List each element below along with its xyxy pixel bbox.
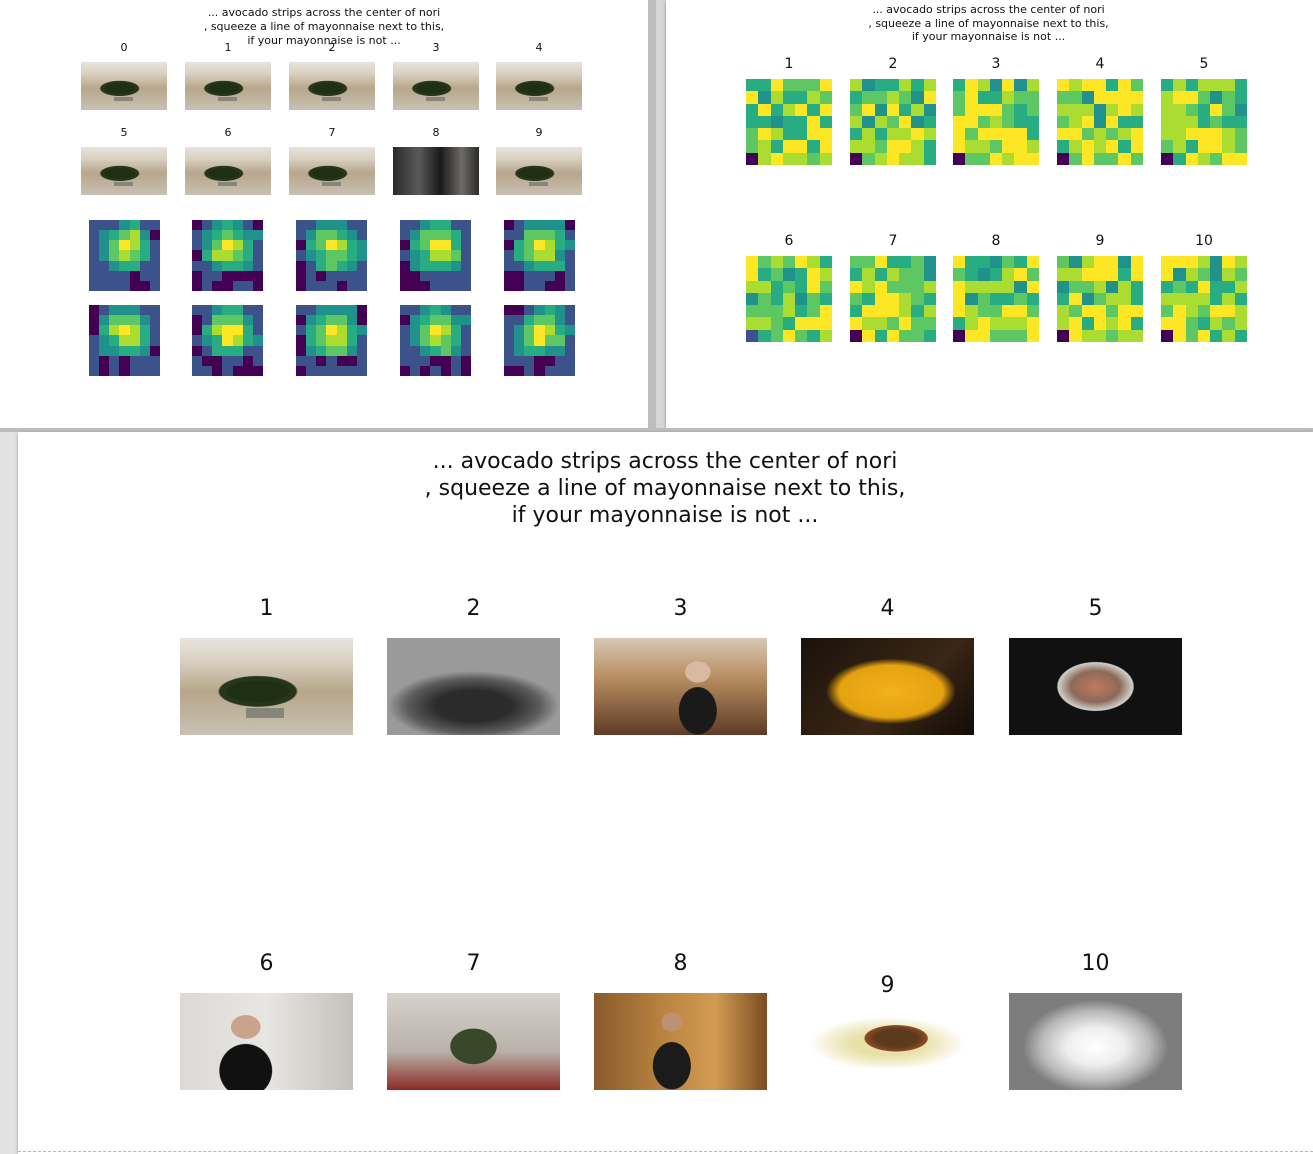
frame-index-label: 5 [1088, 596, 1103, 621]
figure-caption: ... avocado strips across the center of … [203, 6, 445, 47]
frame-index-label: 4 [535, 41, 543, 54]
video-frame-thumbnail [393, 62, 479, 110]
frame-index-label: 8 [991, 233, 1001, 249]
attention-heatmap [746, 256, 832, 342]
video-frame-thumbnail [185, 147, 271, 195]
attention-heatmap [850, 256, 936, 342]
attention-heatmap [400, 220, 471, 291]
retrieved-clip-thumbnail [387, 638, 560, 735]
frame-index-label: 8 [673, 951, 688, 976]
figure-window-heatmaps[interactable]: ... avocado strips across the center of … [666, 0, 1313, 428]
figure-caption: ... avocado strips across the center of … [424, 449, 906, 528]
figure-caption: ... avocado strips across the center of … [868, 3, 1109, 43]
frame-index-label: 3 [991, 56, 1001, 72]
frame-index-label: 8 [432, 126, 440, 139]
attention-heatmap [504, 220, 575, 291]
attention-heatmap [746, 79, 832, 165]
video-frame-thumbnail [289, 147, 375, 195]
retrieved-clip-thumbnail [1009, 638, 1182, 735]
frame-index-label: 1 [259, 596, 274, 621]
retrieved-clip-thumbnail [801, 638, 974, 735]
frame-index-label: 5 [120, 126, 128, 139]
window-divider [0, 428, 1313, 432]
frame-index-label: 1 [784, 56, 794, 72]
frame-index-label: 5 [1199, 56, 1209, 72]
attention-heatmap [953, 256, 1039, 342]
retrieved-clip-thumbnail [801, 1014, 974, 1068]
frame-index-label: 6 [224, 126, 232, 139]
attention-heatmap [850, 79, 936, 165]
video-frame-thumbnail [496, 147, 582, 195]
retrieved-clip-thumbnail [180, 993, 353, 1090]
retrieved-clip-thumbnail [1009, 993, 1182, 1090]
retrieved-clip-thumbnail [180, 638, 353, 735]
retrieved-clip-thumbnail [594, 993, 767, 1090]
video-frame-thumbnail [496, 62, 582, 110]
frame-index-label: 2 [328, 41, 336, 54]
frame-index-label: 0 [120, 41, 128, 54]
window-border [648, 0, 656, 428]
video-frame-thumbnail [185, 62, 271, 110]
frame-index-label: 10 [1195, 233, 1213, 249]
attention-heatmap [89, 305, 160, 376]
frame-index-label: 4 [1095, 56, 1105, 72]
attention-heatmap [953, 79, 1039, 165]
attention-heatmap [400, 305, 471, 376]
frame-index-label: 10 [1081, 951, 1110, 976]
frame-index-label: 2 [888, 56, 898, 72]
attention-heatmap [296, 220, 367, 291]
retrieved-clip-thumbnail [594, 638, 767, 735]
video-frame-thumbnail [289, 62, 375, 110]
attention-heatmap [1057, 79, 1143, 165]
window-gap [656, 0, 666, 428]
video-frame-thumbnail [81, 62, 167, 110]
window-bottom-edge [18, 1151, 1313, 1153]
attention-heatmap [504, 305, 575, 376]
frame-index-label: 3 [673, 596, 688, 621]
attention-heatmap [1161, 79, 1247, 165]
frame-index-label: 4 [880, 596, 895, 621]
frame-index-label: 6 [784, 233, 794, 249]
attention-heatmap [1057, 256, 1143, 342]
video-frame-thumbnail [81, 147, 167, 195]
attention-heatmap [296, 305, 367, 376]
frame-index-label: 1 [224, 41, 232, 54]
frame-index-label: 7 [466, 951, 481, 976]
attention-heatmap [192, 220, 263, 291]
frame-index-label: 2 [466, 596, 481, 621]
video-frame-thumbnail [393, 147, 479, 195]
frame-index-label: 6 [259, 951, 274, 976]
figure-window-frames[interactable]: ... avocado strips across the center of … [0, 0, 648, 428]
retrieved-clip-thumbnail [387, 993, 560, 1090]
frame-index-label: 9 [535, 126, 543, 139]
figure-window-retrieval[interactable]: ... avocado strips across the center of … [18, 432, 1313, 1154]
frame-index-label: 7 [888, 233, 898, 249]
window-border-left [0, 432, 18, 1154]
frame-index-label: 9 [880, 973, 895, 998]
attention-heatmap [192, 305, 263, 376]
frame-index-label: 9 [1095, 233, 1105, 249]
attention-heatmap [1161, 256, 1247, 342]
frame-index-label: 7 [328, 126, 336, 139]
attention-heatmap [89, 220, 160, 291]
frame-index-label: 3 [432, 41, 440, 54]
